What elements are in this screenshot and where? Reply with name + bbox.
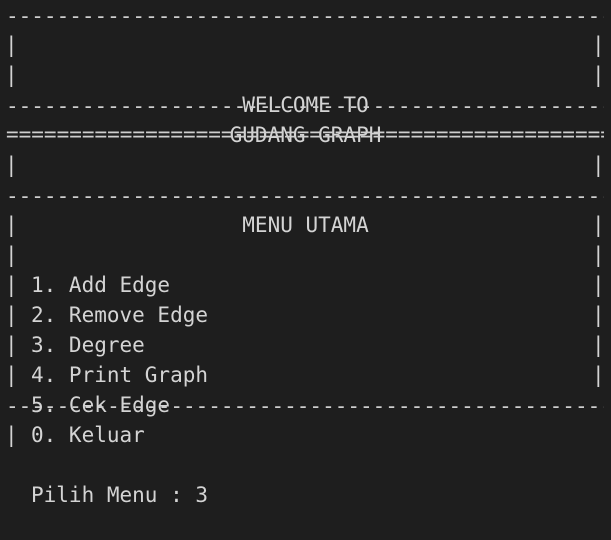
left-border: | xyxy=(5,333,18,357)
left-border: | xyxy=(5,423,18,447)
left-border: | xyxy=(5,303,18,327)
menu-item: | 0. Keluar | xyxy=(0,360,611,447)
input-prompt-line[interactable]: | Pilih Menu : 3 xyxy=(0,420,611,507)
menu-item-keluar: 0. Keluar xyxy=(31,423,145,447)
left-border: | xyxy=(5,33,18,57)
menu-title-line: | MENU UTAMA | xyxy=(0,150,611,237)
right-border: | xyxy=(592,273,605,297)
menu-item-degree: 3. Degree xyxy=(31,333,145,357)
left-border: | xyxy=(5,153,18,177)
menu-item: | 5. Cek Edge | xyxy=(0,330,611,417)
terminal-window: ----------------------------------------… xyxy=(0,10,611,507)
right-border: | xyxy=(592,303,605,327)
left-border: | xyxy=(5,363,18,387)
menu-item: | 2. Remove Edge | xyxy=(0,240,611,327)
top-rule: ----------------------------------------… xyxy=(6,10,604,22)
right-border: | xyxy=(592,243,605,267)
menu-item: | 3. Degree | xyxy=(0,270,611,357)
menu-choice-prompt[interactable]: Pilih Menu : 3 xyxy=(31,483,209,507)
right-border: | xyxy=(592,213,605,237)
double-rule: ========================================… xyxy=(6,128,604,140)
left-border: | xyxy=(5,213,18,237)
app-name: GUDANG GRAPH xyxy=(229,123,382,147)
right-border: | xyxy=(592,63,605,87)
left-border: | xyxy=(5,243,18,267)
menu-item: | 1. Add Edge | xyxy=(0,210,611,297)
right-border: | xyxy=(592,363,605,387)
welcome-title: WELCOME TO xyxy=(242,93,369,117)
menu-item-remove-edge: 2. Remove Edge xyxy=(31,303,209,327)
welcome-line-2: | GUDANG GRAPH | xyxy=(0,60,611,147)
right-border: | xyxy=(592,33,605,57)
menu-item-print-graph: 4. Print Graph xyxy=(31,363,209,387)
menu-item-cek-edge: 5. Cek Edge xyxy=(31,393,171,417)
menu-item-add-edge: 1. Add Edge xyxy=(31,273,171,297)
menu-title-rule: ----------------------------------------… xyxy=(6,190,604,202)
left-border: | xyxy=(5,273,18,297)
menu-title: MENU UTAMA xyxy=(242,213,369,237)
left-border: | xyxy=(5,63,18,87)
header-bottom-rule: ----------------------------------------… xyxy=(6,100,604,112)
right-border: | xyxy=(592,153,605,177)
right-border: | xyxy=(592,333,605,357)
welcome-line-1: | WELCOME TO | xyxy=(0,30,611,117)
menu-item: | 4. Print Graph | xyxy=(0,300,611,387)
menu-bottom-rule: ----------------------------------------… xyxy=(6,400,604,412)
